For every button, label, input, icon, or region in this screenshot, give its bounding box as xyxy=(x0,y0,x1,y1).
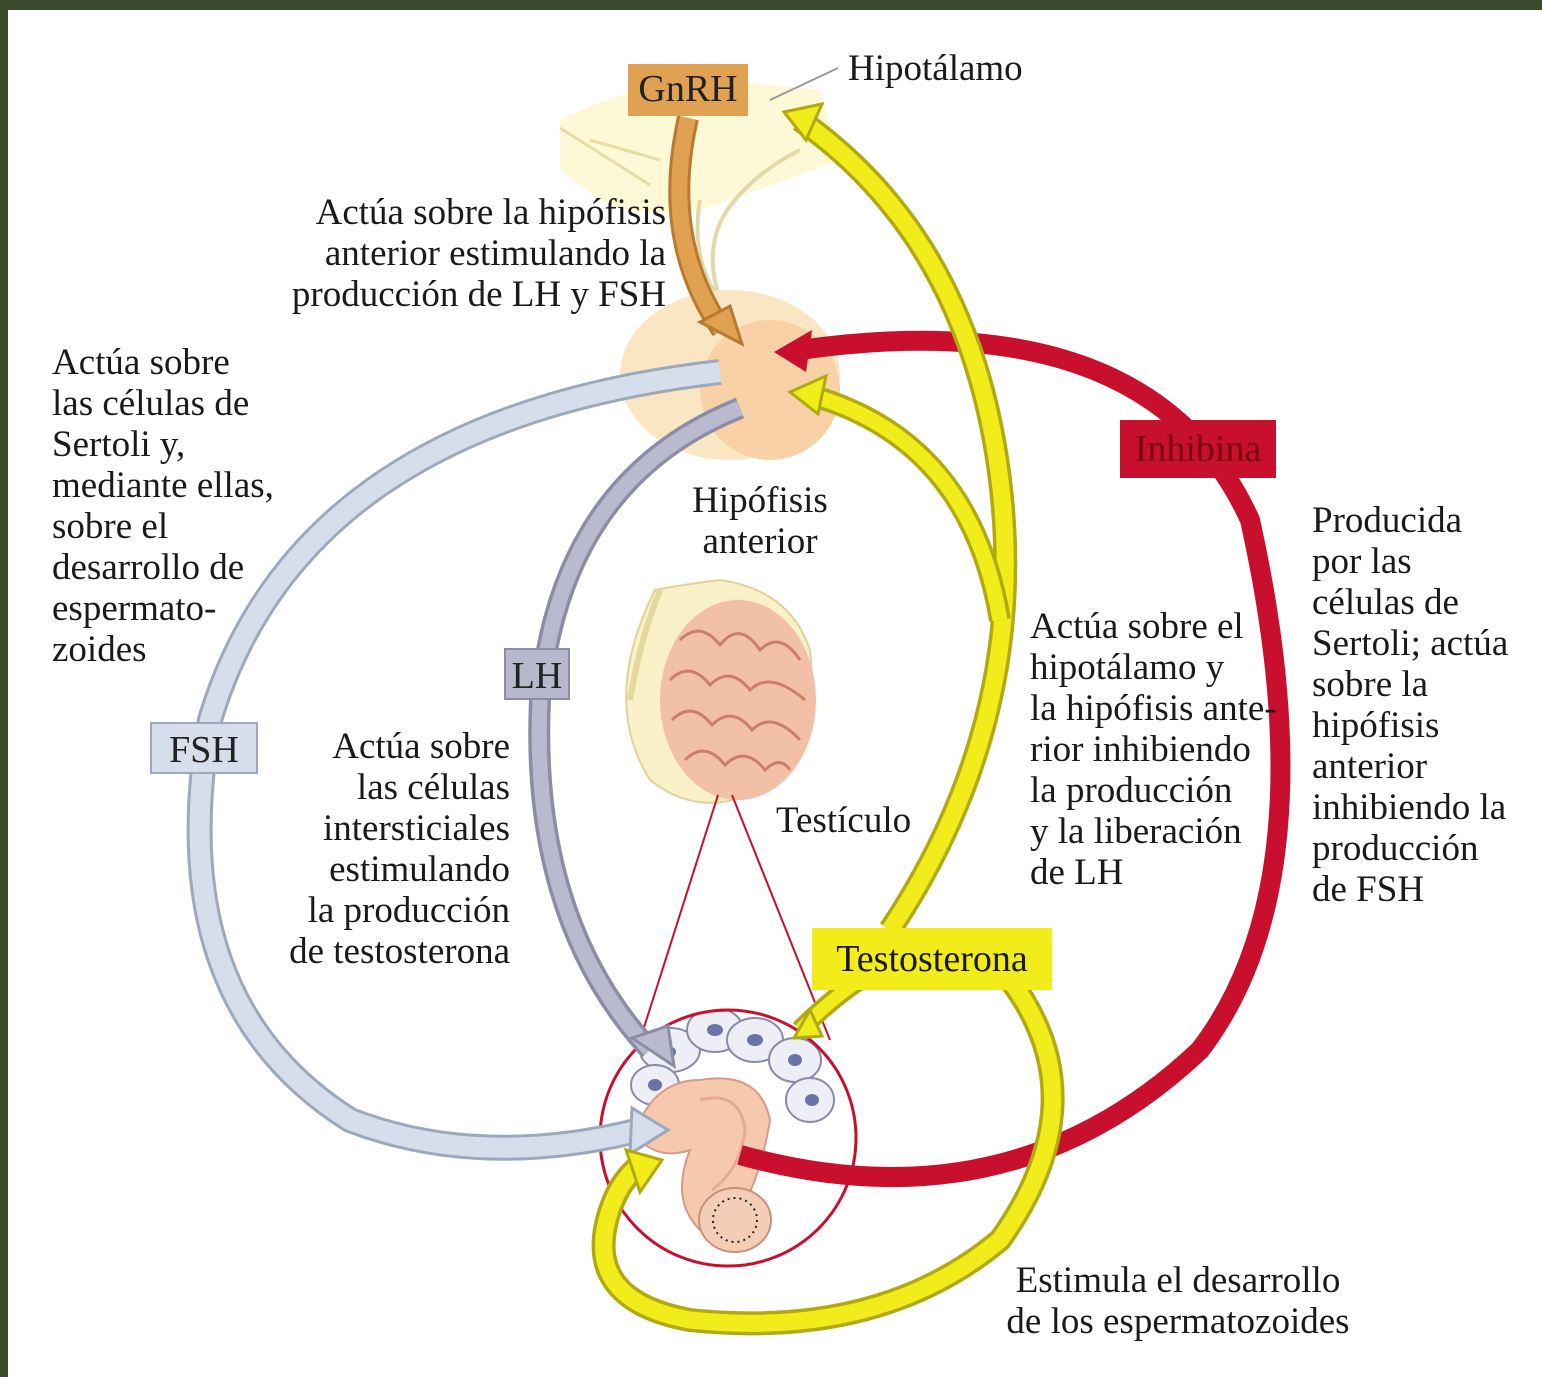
inhibina-label: Inhibina xyxy=(1120,420,1276,478)
testosterone-local-text: Estimula el desarrollo de los espermatoz… xyxy=(978,1260,1378,1342)
fsh-action-text: Actúa sobre las células de Sertoli y, me… xyxy=(52,342,322,670)
testis-illustration xyxy=(626,580,816,803)
lh-action-text: Actúa sobre las células intersticiales e… xyxy=(248,726,510,972)
testosterona-label: Testosterona xyxy=(812,928,1052,990)
testiculo-label: Testículo xyxy=(776,800,911,841)
lh-label: LH xyxy=(504,648,570,700)
testosterone-feedback-text: Actúa sobre el hipotálamo y la hipófisis… xyxy=(1030,606,1320,893)
gnrh-label: GnRH xyxy=(628,64,748,116)
inhibina-action-text: Producida por las células de Sertoli; ac… xyxy=(1312,500,1540,910)
gnrh-action-text: Actúa sobre la hipófisis anterior estimu… xyxy=(236,192,666,315)
hipotalamo-label: Hipotálamo xyxy=(848,48,1023,89)
hipofisis-anterior-label: Hipófisis anterior xyxy=(660,480,860,562)
fsh-label: FSH xyxy=(150,722,258,774)
